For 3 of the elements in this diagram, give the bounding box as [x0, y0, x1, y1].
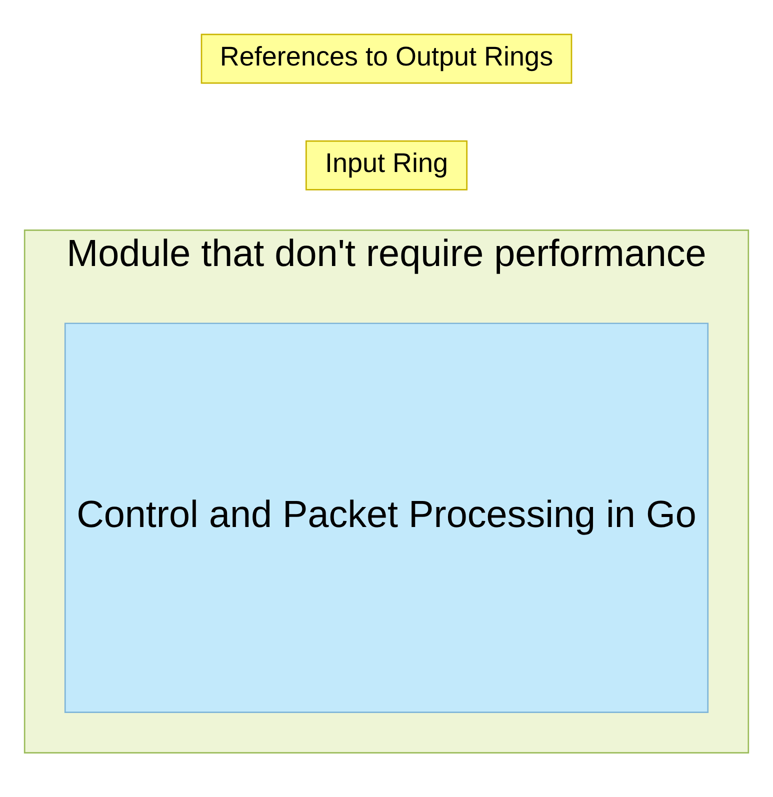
node-box: References to Output Rings [200, 33, 572, 84]
node-box: Control and Packet Processing in Go [64, 322, 709, 712]
node-box: Input Ring [305, 140, 468, 190]
